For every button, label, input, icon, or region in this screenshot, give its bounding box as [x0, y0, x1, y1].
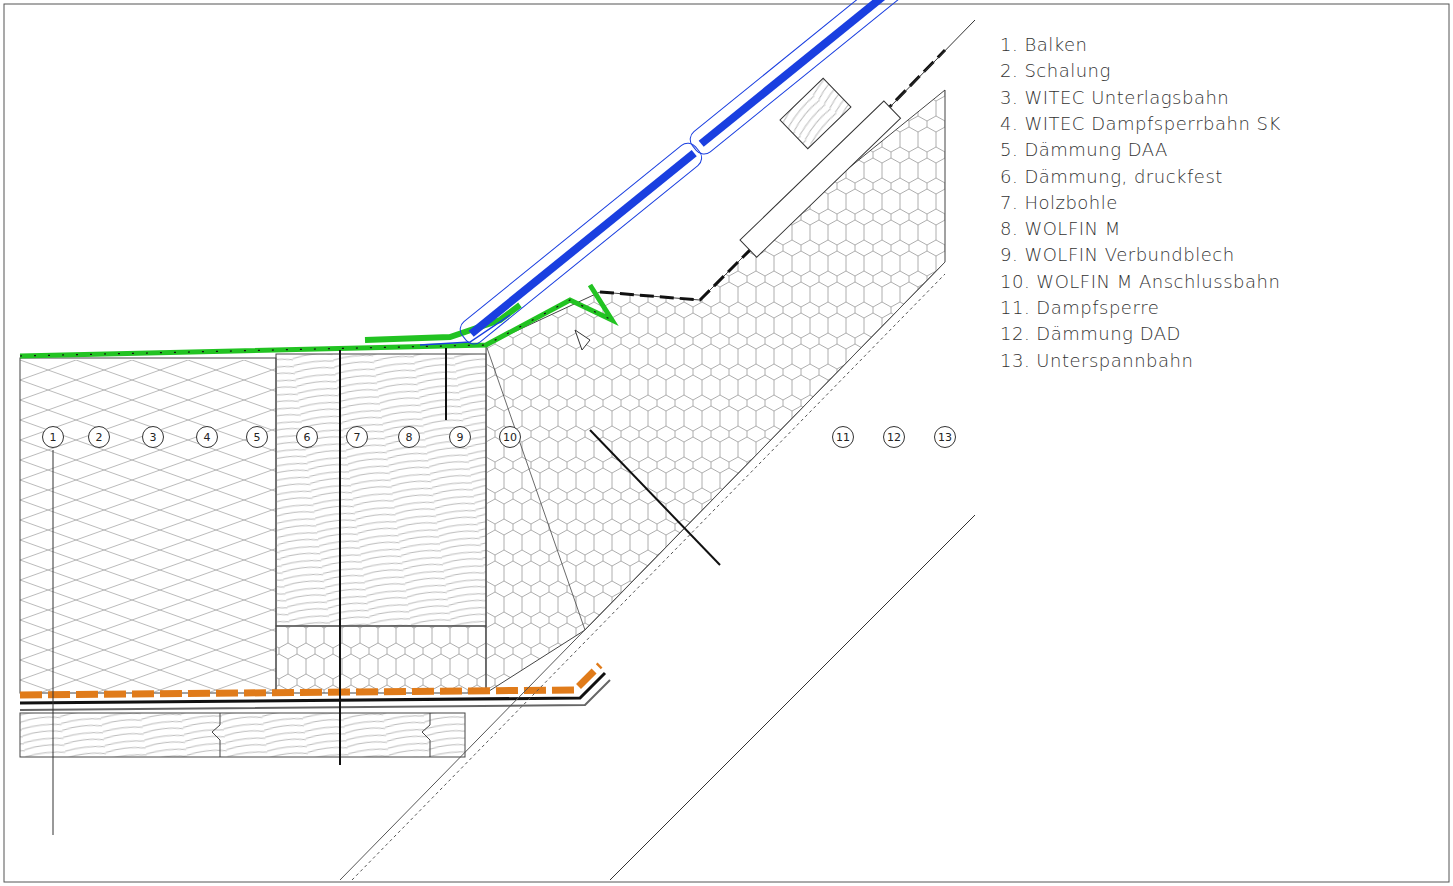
callout-circle: 10 [499, 426, 521, 448]
legend-item: 2. Schalung [1000, 60, 1111, 81]
legend-item: 7. Holzbohle [1000, 192, 1118, 213]
callout-circle: 5 [246, 426, 268, 448]
callout-circle: 7 [346, 426, 368, 448]
callout-number: 13 [938, 432, 952, 443]
legend-item: 6. Dämmung, druckfest [1000, 166, 1223, 187]
callout-number: 5 [254, 432, 261, 443]
legend-item: 4. WITEC Dampfsperrbahn SK [1000, 113, 1281, 134]
callout-number: 4 [204, 432, 211, 443]
callout-number: 10 [503, 432, 517, 443]
callout-number: 1 [50, 432, 57, 443]
callout-circle: 8 [398, 426, 420, 448]
callout-circle: 2 [88, 426, 110, 448]
callout-number: 12 [887, 432, 901, 443]
callout-number: 8 [406, 432, 413, 443]
callout-number: 2 [96, 432, 103, 443]
callout-number: 3 [150, 432, 157, 443]
legend-item: 8. WOLFIN M [1000, 218, 1121, 239]
callout-circle: 9 [449, 426, 471, 448]
callout-circle: 13 [934, 426, 956, 448]
callout-circle: 4 [196, 426, 218, 448]
callout-number: 11 [836, 432, 850, 443]
callout-number: 6 [304, 432, 311, 443]
callout-circle: 12 [883, 426, 905, 448]
legend-item: 11. Dampfsperre [1000, 297, 1159, 318]
callout-number: 9 [457, 432, 464, 443]
callout-circle: 1 [42, 426, 64, 448]
callout-number: 7 [354, 432, 361, 443]
legend-item: 13. Unterspannbahn [1000, 350, 1193, 371]
legend-item: 3. WITEC Unterlagsbahn [1000, 87, 1229, 108]
legend-item: 10. WOLFIN M Anschlussbahn [1000, 271, 1280, 292]
legend-item: 12. Dämmung DAD [1000, 323, 1181, 344]
callout-circle: 6 [296, 426, 318, 448]
callout-circle: 11 [832, 426, 854, 448]
legend-item: 5. Dämmung DAA [1000, 139, 1168, 160]
legend-item: 9. WOLFIN Verbundblech [1000, 244, 1235, 265]
legend-item: 1. Balken [1000, 34, 1087, 55]
callout-circle: 3 [142, 426, 164, 448]
